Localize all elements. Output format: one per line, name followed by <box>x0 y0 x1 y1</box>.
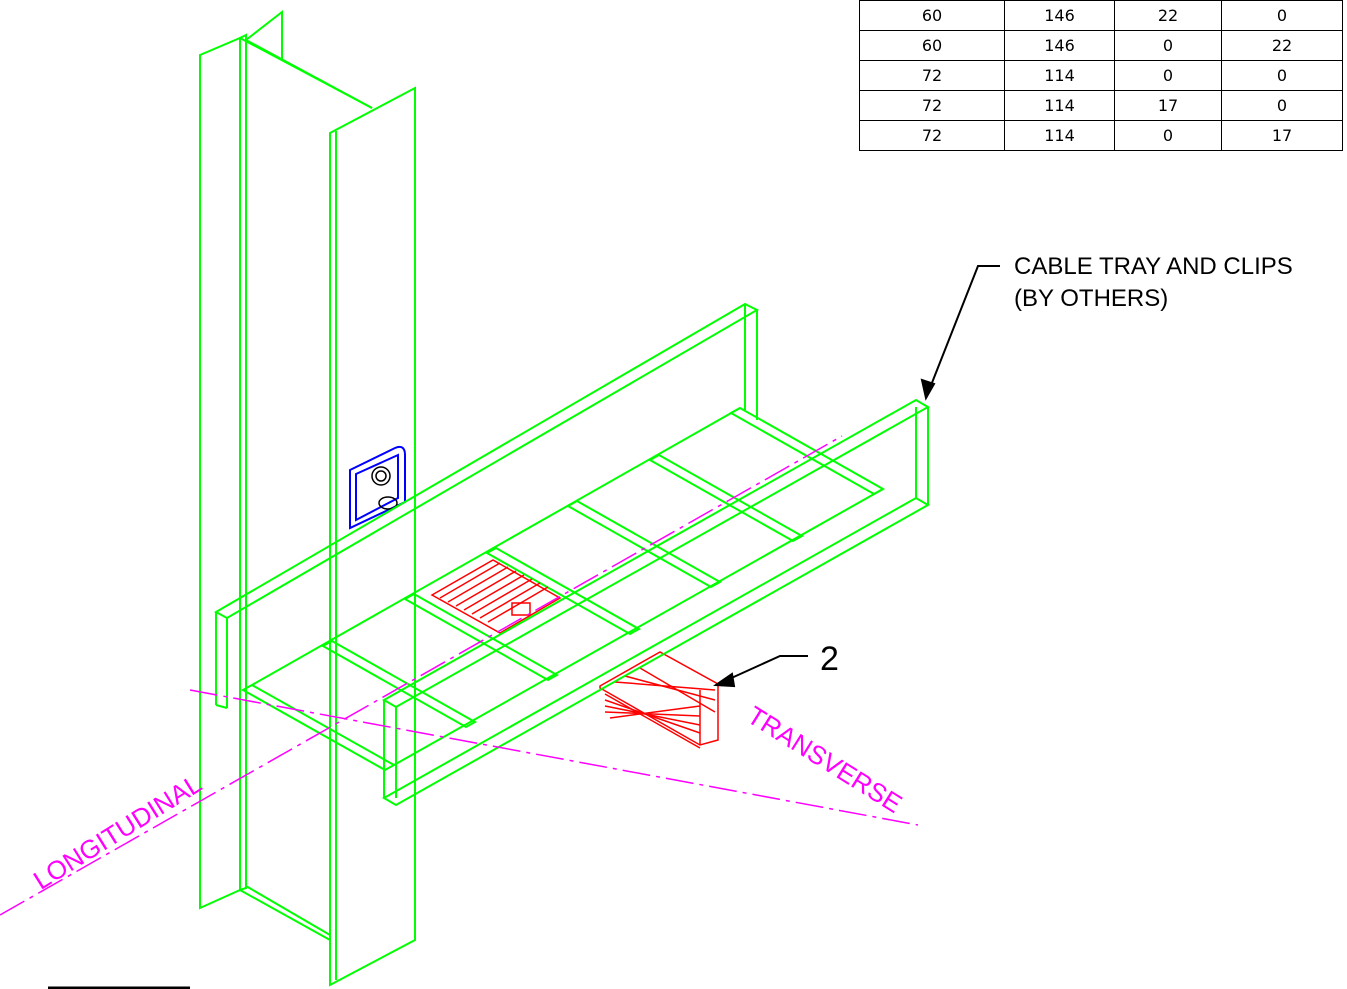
tray-rungs <box>240 406 886 772</box>
beam-clip <box>349 445 406 530</box>
table-cell: 114 <box>1004 90 1115 121</box>
cable-tray-callout-line2: (BY OTHERS) <box>1014 285 1169 312</box>
item-number-callout: 2 <box>820 640 839 678</box>
table-cell: 60 <box>859 30 1005 61</box>
tray-back-rail <box>213 302 760 709</box>
table-row: 72 114 0 0 <box>859 60 1343 91</box>
table-cell: 0 <box>1114 30 1222 61</box>
table-cell: 114 <box>1004 120 1115 151</box>
table-cell: 22 <box>1221 30 1343 61</box>
load-table: 60 146 22 0 60 146 0 22 72 114 0 0 72 11… <box>859 0 1343 151</box>
table-cell: 60 <box>859 0 1005 31</box>
table-cell: 17 <box>1221 120 1343 151</box>
table-cell: 0 <box>1221 0 1343 31</box>
table-cell: 0 <box>1114 120 1222 151</box>
table-cell: 22 <box>1114 0 1222 31</box>
table-cell: 17 <box>1114 90 1222 121</box>
table-cell: 72 <box>859 90 1005 121</box>
table-cell: 0 <box>1221 90 1343 121</box>
support-block <box>430 559 719 749</box>
leader-lines <box>713 265 1000 688</box>
table-cell: 114 <box>1004 60 1115 91</box>
table-row: 60 146 22 0 <box>859 0 1343 31</box>
tray-front-rail <box>381 398 931 807</box>
bolt-icon <box>371 466 398 510</box>
table-cell: 72 <box>859 120 1005 151</box>
table-row: 72 114 17 0 <box>859 90 1343 121</box>
table-cell: 72 <box>859 60 1005 91</box>
axis-lines <box>0 435 919 916</box>
cable-tray-callout-line1: CABLE TRAY AND CLIPS <box>1014 253 1293 280</box>
table-cell: 0 <box>1221 60 1343 91</box>
table-cell: 0 <box>1114 60 1222 91</box>
table-cell: 146 <box>1004 0 1115 31</box>
table-cell: 146 <box>1004 30 1115 61</box>
table-row: 72 114 0 17 <box>859 120 1343 151</box>
table-row: 60 146 0 22 <box>859 30 1343 61</box>
